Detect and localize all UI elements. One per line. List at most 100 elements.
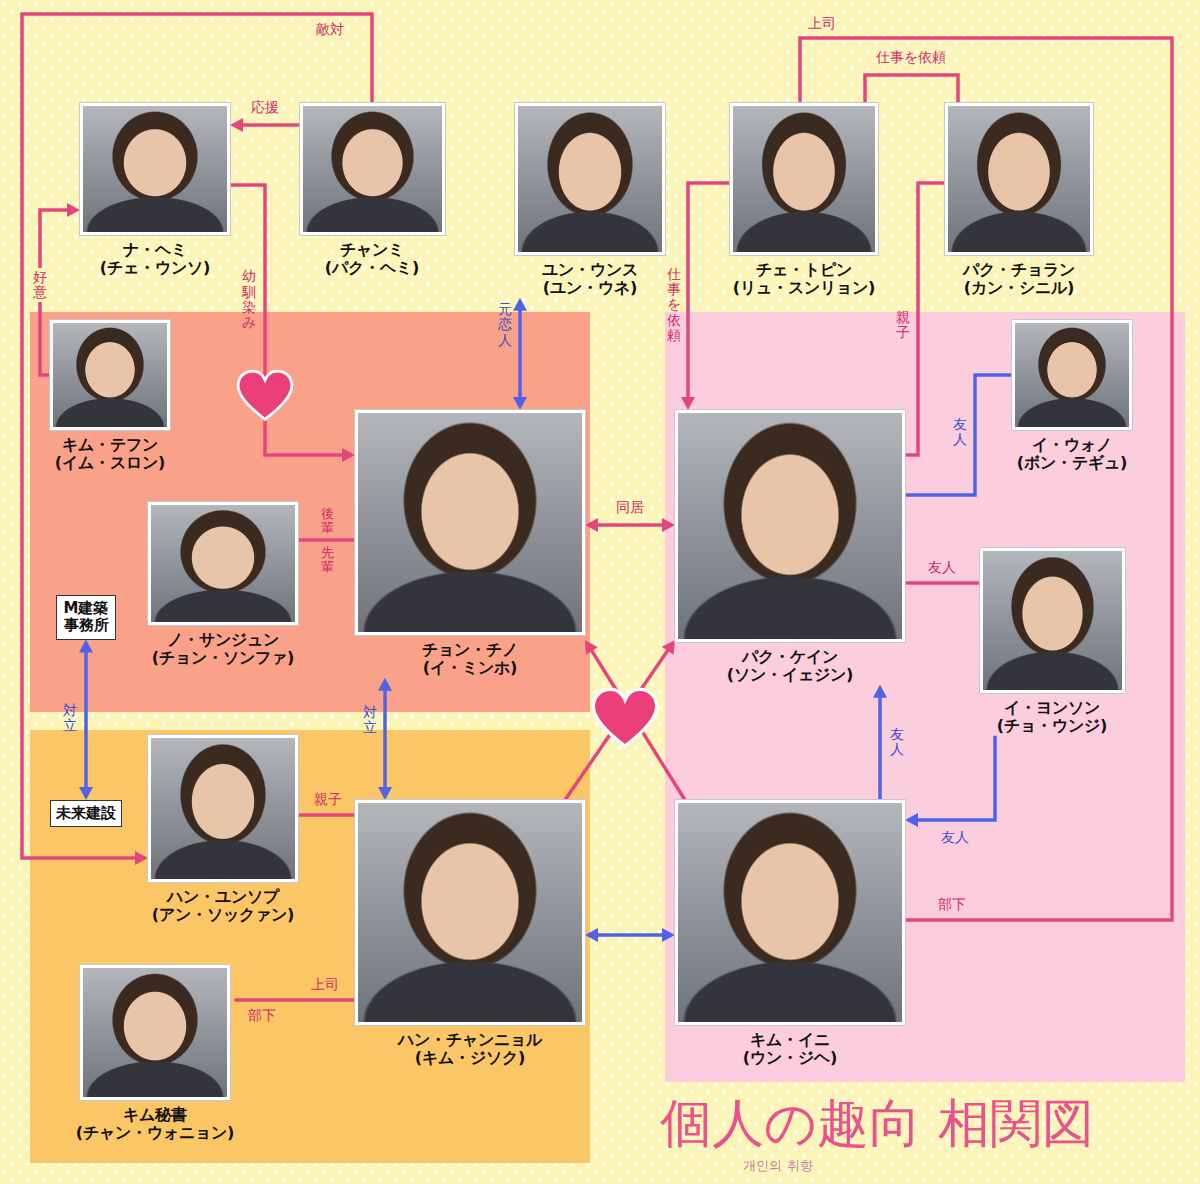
edge-label: 元恋人 <box>498 300 512 350</box>
portrait-photo <box>945 103 1093 255</box>
character-card: キム・テフン(イム・スロン) <box>50 320 170 473</box>
connector-line <box>238 123 300 127</box>
role-name: ノ・サンジュン <box>167 631 279 649</box>
edge-label: 対立 <box>63 701 77 736</box>
edge-label: 親子 <box>312 791 344 808</box>
arrowhead <box>79 787 93 800</box>
arrowhead <box>135 851 148 865</box>
connector-line <box>383 686 387 792</box>
connector-line <box>878 693 882 800</box>
connector-line <box>905 183 945 455</box>
connector <box>905 375 1012 495</box>
connector <box>234 1000 355 1001</box>
actor-name: (リュ・スンリョン) <box>733 279 876 297</box>
connector-line <box>234 998 355 1002</box>
arrowhead <box>662 518 675 532</box>
actor-name: (チョ・ウンジ) <box>997 717 1108 735</box>
edge-label: 友人 <box>890 725 904 760</box>
heart-shape <box>238 371 292 419</box>
role-name: チェ・トピン <box>756 261 852 279</box>
actor-name: (カン・シニル) <box>964 279 1075 297</box>
connector-line <box>913 736 995 820</box>
role-name: ナ・ヘミ <box>123 241 187 259</box>
edge-label: 友人 <box>926 559 958 576</box>
portrait-photo <box>300 103 445 235</box>
edge-label: 友人 <box>939 829 971 846</box>
connector <box>865 75 958 103</box>
edge-label: 好意 <box>33 268 47 303</box>
portrait-photo <box>675 800 905 1025</box>
actor-name: (イ・ミンホ) <box>423 659 518 677</box>
heart <box>238 371 292 419</box>
portrait-photo <box>730 103 878 255</box>
connector <box>230 118 300 132</box>
arrowhead <box>662 640 675 655</box>
arrowhead <box>873 685 887 698</box>
actor-name: (イム・スロン) <box>55 454 166 472</box>
company-name: M建築事務所 <box>62 600 110 635</box>
connector-line <box>589 647 685 800</box>
actor-name: (パク・ヘミ) <box>325 259 420 277</box>
character-card: イ・ウォノ(ボン・テギュ) <box>1012 320 1132 473</box>
character-card: チェ・トピン(リュ・スンリョン) <box>730 103 878 298</box>
chart-title: 個人の趣向 相関図 <box>660 1094 1094 1154</box>
connector-line <box>565 647 670 800</box>
edge-label: 上司 <box>806 15 838 32</box>
portrait-photo <box>355 410 585 635</box>
connector-line <box>84 648 88 793</box>
actor-name: (キム・ジソク) <box>415 1049 526 1067</box>
character-card: キム・イニ(ウン・ジヘ) <box>675 800 905 1068</box>
actor-name: (チェ・ウンソ) <box>100 259 211 277</box>
relation-label: 先輩 <box>321 544 334 577</box>
edge-label: 敵対 <box>314 21 346 38</box>
arrowhead <box>585 518 598 532</box>
arrowhead <box>79 640 93 653</box>
company-box: M建築事務所 <box>56 595 116 640</box>
edge-label: 対立 <box>363 703 377 738</box>
arrowhead <box>585 928 598 942</box>
connector <box>905 736 995 827</box>
connector-line <box>905 375 1012 495</box>
role-name: キム秘書 <box>123 1106 187 1124</box>
connector-line <box>865 75 958 103</box>
edge-label: 同居 <box>614 499 646 516</box>
character-card: ナ・ヘミ(チェ・ウンソ) <box>80 103 230 278</box>
arrowhead <box>67 203 80 217</box>
character-card: ノ・サンジュン(チョン・ソンファ) <box>148 502 298 668</box>
role-name: パク・ケイン <box>742 648 838 666</box>
connector-line <box>688 183 730 402</box>
role-name: チョン・チノ <box>422 641 518 659</box>
portrait-photo <box>80 103 230 235</box>
orange-region <box>30 730 590 1163</box>
actor-name: (アン・ソックァン) <box>152 906 295 924</box>
actor-name: (チャン・ウォニョン) <box>76 1124 235 1142</box>
connector-line <box>593 523 667 527</box>
connector <box>681 183 730 410</box>
connector-line <box>905 581 980 585</box>
relation-label: 部下 <box>246 1007 278 1024</box>
pink-region <box>665 312 1185 1082</box>
role-name: イ・ヨンソン <box>1004 699 1100 717</box>
role-name: ユン・ウンス <box>542 261 638 279</box>
character-card: キム秘書(チャン・ウォニョン) <box>76 965 235 1143</box>
connector <box>585 928 675 942</box>
edge-label: 幼馴染み <box>242 267 256 333</box>
character-card: パク・ケイン(ソン・イェジン) <box>675 410 905 685</box>
connector <box>378 678 392 800</box>
role-name: チャンミ <box>340 241 404 259</box>
portrait-photo <box>148 735 298 882</box>
arrowhead <box>513 397 527 410</box>
character-card: チャンミ(パク・ヘミ) <box>300 103 445 278</box>
portrait-photo <box>50 320 170 430</box>
arrowhead <box>905 813 918 827</box>
character-card: パク・チョラン(カン・シニル) <box>945 103 1093 298</box>
role-name: キム・イニ <box>750 1031 830 1049</box>
portrait-photo <box>80 965 230 1100</box>
company-name: 未来建設 <box>56 805 116 822</box>
connector <box>873 685 887 800</box>
actor-name: (ソン・イェジン) <box>727 666 854 684</box>
connector-line <box>298 813 355 817</box>
heart-shape <box>593 689 656 746</box>
